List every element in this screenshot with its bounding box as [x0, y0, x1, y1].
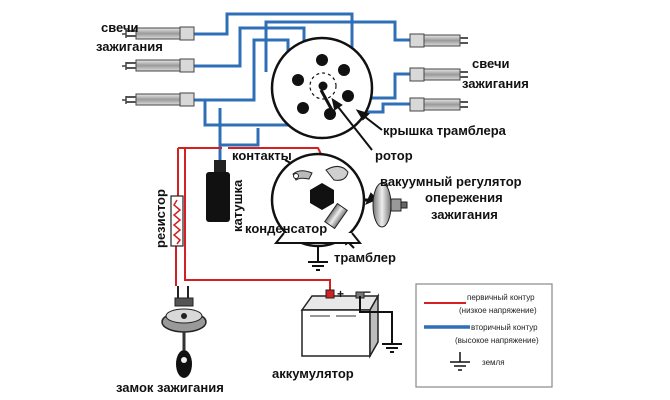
legend-primary-label: первичный контур — [467, 293, 535, 302]
spark-plug-left-3 — [122, 92, 195, 107]
label-vacuum-regulator-3: зажигания — [431, 207, 498, 222]
condenser — [324, 202, 348, 230]
label-minus: − — [364, 285, 371, 299]
label-spark-plugs-right-2: зажигания — [462, 76, 529, 91]
label-distributor: трамблер — [334, 250, 396, 265]
label-vacuum-regulator-1: вакуумный регулятор — [380, 174, 522, 189]
label-coil: катушка — [230, 179, 245, 232]
label-battery: аккумулятор — [272, 366, 354, 381]
legend-primary-voltage: (низкое напряжение) — [459, 306, 537, 315]
vacuum-regulator — [364, 182, 408, 228]
legend-secondary-label: вторичный контур — [471, 323, 538, 332]
legend: первичный контур (низкое напряжение) вто… — [415, 283, 553, 388]
spark-plug-left-1 — [122, 26, 195, 41]
label-plus: + — [337, 287, 344, 301]
breaker-contacts — [292, 166, 349, 181]
cam — [310, 183, 334, 210]
label-ignition-lock: замок зажигания — [116, 380, 224, 395]
spark-plug-right-3 — [409, 97, 468, 112]
resistor — [170, 195, 184, 247]
label-spark-plugs-left-2: зажигания — [96, 39, 163, 54]
label-resistor: резистор — [153, 189, 168, 248]
label-spark-plugs-right-1: свечи — [472, 56, 510, 71]
ground-coil — [308, 256, 328, 271]
secondary-circuit-wires — [194, 12, 410, 172]
label-condenser: конденсатор — [245, 221, 327, 236]
distributor-cap — [270, 36, 374, 140]
ground-battery — [359, 296, 402, 353]
rotor — [319, 89, 335, 113]
ignition-lock — [161, 286, 207, 378]
label-distributor-cap: крышка трамблера — [383, 123, 507, 138]
label-vacuum-regulator-2: опережения — [425, 190, 503, 205]
legend-secondary-voltage: (высокое напряжение) — [455, 336, 539, 345]
label-spark-plugs-left-1: свечи — [101, 20, 139, 35]
spark-plug-left-2 — [122, 58, 195, 73]
label-contacts: контакты — [232, 148, 292, 163]
spark-plug-right-1 — [409, 33, 468, 48]
legend-ground-label: земля — [482, 358, 505, 367]
spark-plug-right-2 — [409, 67, 468, 82]
label-rotor: ротор — [375, 148, 413, 163]
legend-ground-icon — [450, 352, 470, 371]
ignition-coil — [206, 160, 230, 222]
